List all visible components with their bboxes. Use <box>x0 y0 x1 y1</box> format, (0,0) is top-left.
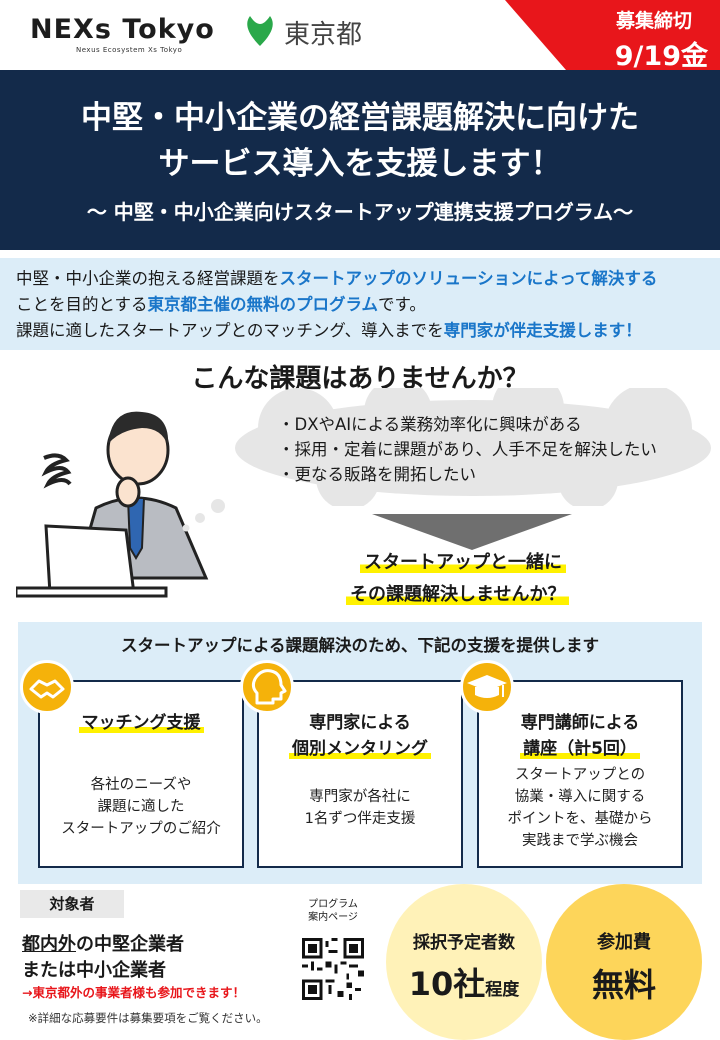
adoption-number: 10社 <box>408 965 486 1003</box>
target-line1: 都内外の中堅企業者 <box>22 930 184 956</box>
qr-code[interactable] <box>302 938 364 1000</box>
intro-highlight: スタートアップのソリューションによって解決する <box>279 269 658 288</box>
card-title-text: 講座（計5回） <box>520 739 640 759</box>
issue-item: 更なる販路を開拓したい <box>278 462 657 487</box>
card-title: マッチング支援 <box>38 710 244 736</box>
adoption-label: 採択予定者数 <box>413 933 515 953</box>
card-body: 専門家が各社に 1名ずつ伴走支援 <box>257 786 463 830</box>
tokyo-ginkgo-icon <box>247 16 273 46</box>
card-body: 各社のニーズや 課題に適した スタートアップのご紹介 <box>38 774 244 840</box>
card-body: スタートアップとの 協業・導入に関する ポイントを、基礎から 実践まで学ぶ機会 <box>477 764 683 852</box>
fee-circle: 参加費 無料 <box>546 884 702 1040</box>
intro-text: です。 <box>378 295 426 314</box>
question-heading: こんな課題はありませんか？ <box>191 364 529 394</box>
card-title-line: 専門家による <box>309 713 411 733</box>
solve-line1-text: スタートアップと一緒に <box>360 552 566 573</box>
target-label: 対象者 <box>20 890 124 918</box>
card-title: 専門家による 個別メンタリング <box>257 710 463 762</box>
head-icon <box>240 660 294 714</box>
card-body-line: 課題に適した <box>97 799 185 815</box>
qr-label: プログラム 案内ページ <box>302 898 364 924</box>
intro-text: 中堅・中小企業の抱える経営課題を <box>16 269 280 288</box>
qr-label-line: 案内ページ <box>308 912 358 923</box>
issue-item: 採用・定着に課題があり、人手不足を解決したい <box>278 437 657 462</box>
card-body-line: 各社のニーズや <box>90 777 192 793</box>
support-card-lecture <box>477 680 683 868</box>
banner-title-line1: 中堅・中小企業の経営課題解決に向けた <box>81 100 639 136</box>
adoption-suffix: 程度 <box>485 980 520 1000</box>
target-line2: または中小企業者 <box>22 960 166 981</box>
card-title-line: 専門講師による <box>520 713 640 733</box>
card-title-line: 講座（計5回） <box>477 736 683 762</box>
deadline-date: 9/19金 <box>614 41 708 72</box>
cloud-bubbles <box>182 499 225 532</box>
intro-line1: 中堅・中小企業の抱える経営課題をスタートアップのソリューションによって解決する <box>16 266 704 292</box>
card-body-line: 1名ずつ伴走支援 <box>304 811 416 827</box>
fee-value: 無料 <box>591 966 656 1004</box>
card-title-text: 個別メンタリング <box>289 739 431 759</box>
intro-text: ことを目的とする <box>16 295 148 314</box>
solve-line2: その課題解決しませんか？ <box>346 580 570 606</box>
qr-label-line: プログラム <box>308 899 358 910</box>
issues-list: DXやAIによる業務効率化に興味がある 採用・定着に課題があり、人手不足を解決し… <box>278 412 657 487</box>
target-emphasis: 都内外 <box>22 934 76 955</box>
solve-line1: スタートアップと一緒に <box>360 548 566 574</box>
card-body-line: スタートアップとの <box>514 767 646 783</box>
intro-line2: ことを目的とする東京都主催の無料のプログラムです。 <box>16 292 704 318</box>
down-arrow-icon <box>372 514 572 550</box>
title-banner <box>0 70 720 250</box>
logo-subtitle: Nexus Ecosystem Xs Tokyo <box>76 46 183 54</box>
banner-subtitle: 〜 中堅・中小企業向けスタートアップ連携支援プログラム〜 <box>86 200 634 224</box>
adoption-value: 10社程度 <box>386 959 542 1005</box>
deadline-label: 募集締切 <box>615 10 692 32</box>
graduation-cap-icon <box>460 660 514 714</box>
fee-label: 参加費 <box>597 932 651 953</box>
card-title-line: 個別メンタリング <box>257 736 463 762</box>
target-note: →東京都外の事業者様も参加できます！ <box>22 985 245 1000</box>
support-card-matching <box>38 680 244 868</box>
card-body-line: ポイントを、基礎から <box>507 811 653 827</box>
intro-highlight: 専門家が伴走支援します！ <box>443 321 642 340</box>
solve-line2-text: その課題解決しませんか？ <box>346 584 570 605</box>
card-body-line: 協業・導入に関する <box>514 789 646 805</box>
thinking-person-illustration <box>16 411 209 598</box>
support-card-mentoring <box>257 680 463 868</box>
issue-item: DXやAIによる業務効率化に興味がある <box>278 412 657 437</box>
nexs-tokyo-logo: NEXs Tokyo <box>30 14 215 45</box>
support-title: スタートアップによる課題解決のため、下記の支援を提供します <box>120 636 599 655</box>
target-text: の中堅企業者 <box>76 934 184 955</box>
card-title: 専門講師による 講座（計5回） <box>477 710 683 762</box>
adoption-circle: 採択予定者数 10社程度 <box>386 884 542 1040</box>
banner-title-line2: サービス導入を支援します！ <box>158 146 562 182</box>
tokyo-logo-text: 東京都 <box>284 20 363 50</box>
card-body-line: 専門家が各社に <box>309 789 411 805</box>
card-body-line: スタートアップのご紹介 <box>61 821 221 837</box>
intro-highlight: 東京都主催の無料のプログラム <box>147 295 379 314</box>
card-body-line: 実践まで学ぶ機会 <box>522 833 638 849</box>
intro-text: 課題に適したスタートアップとのマッチング、導入までを <box>16 321 444 340</box>
card-title-text: マッチング支援 <box>78 713 204 733</box>
footnote: ※詳細な応募要件は募集要項をご覧ください。 <box>28 1011 268 1025</box>
intro-box: 中堅・中小企業の抱える経営課題をスタートアップのソリューションによって解決する … <box>0 258 720 350</box>
intro-line3: 課題に適したスタートアップとのマッチング、導入までを専門家が伴走支援します！ <box>16 318 704 344</box>
handshake-icon <box>20 660 74 714</box>
